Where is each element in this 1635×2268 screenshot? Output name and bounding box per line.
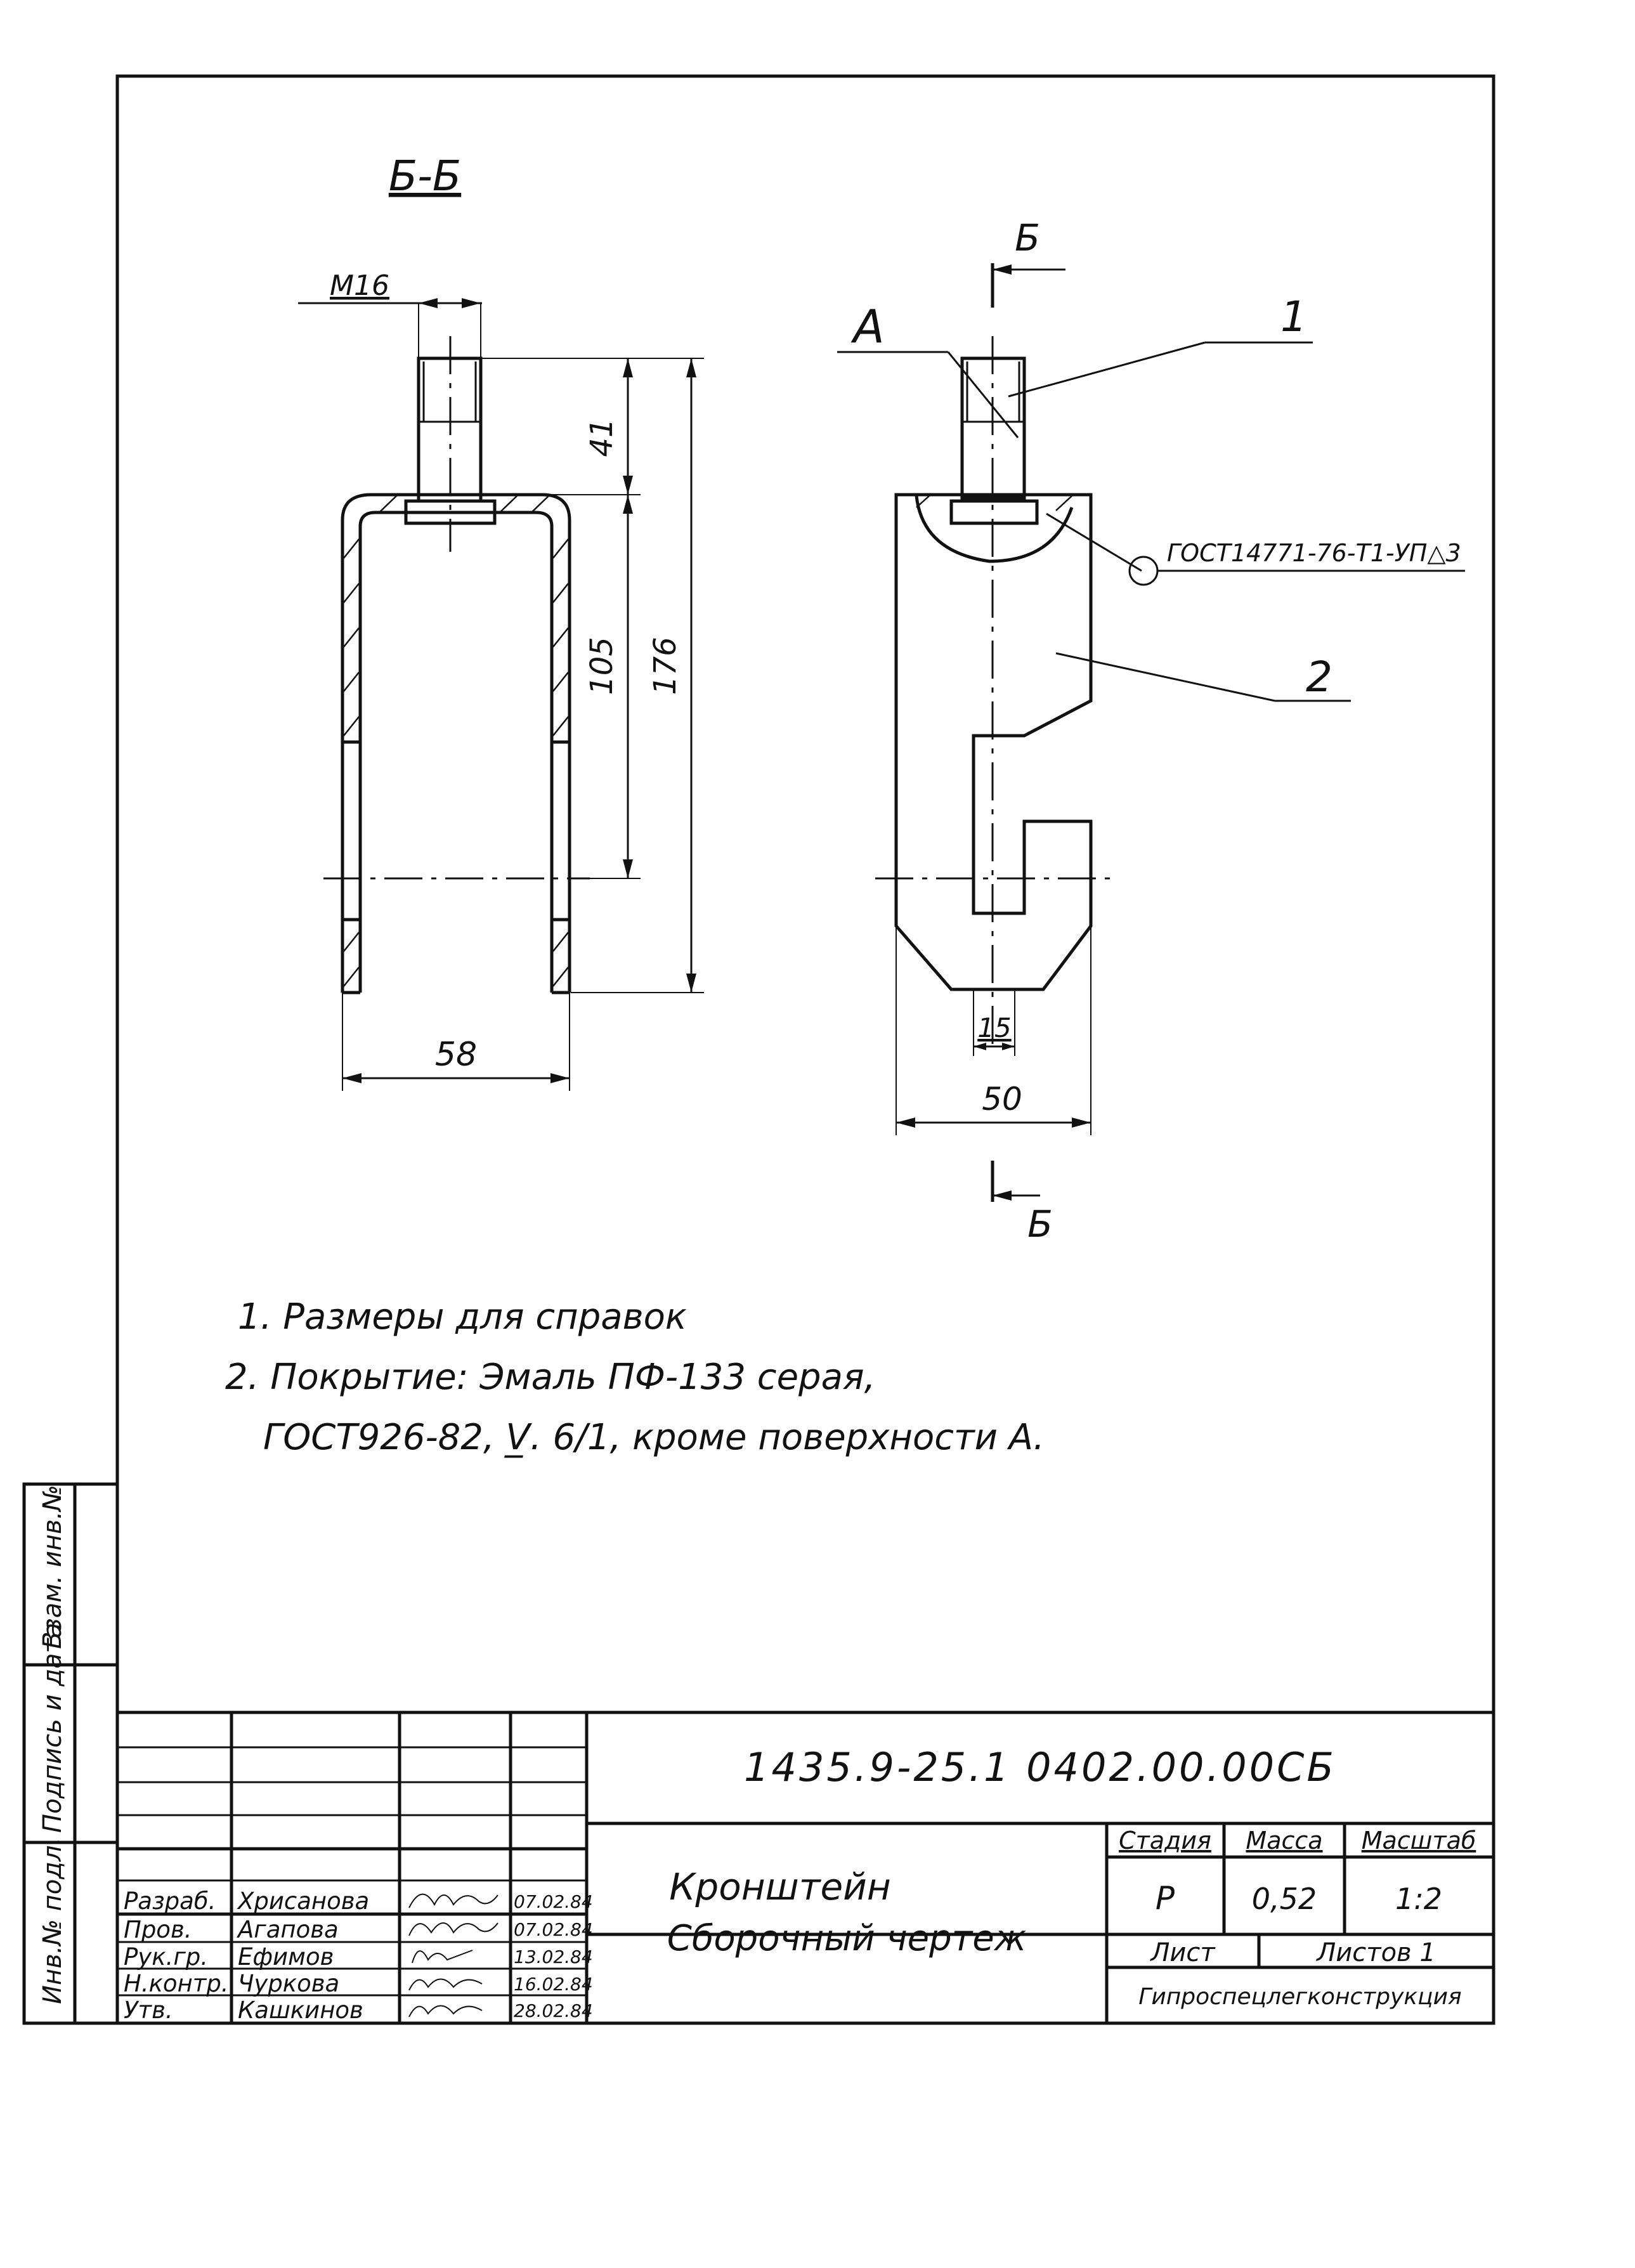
header-scale: Масштаб (1362, 1827, 1476, 1854)
sig-date: 28.02.84 (514, 2000, 593, 2021)
side-label-vzam-inv: Взам. инв.№ (38, 1485, 67, 1649)
signature-scribble (408, 2005, 483, 2017)
weld-callout: ГОСТ14771-76-Т1-УП△3 (1167, 539, 1461, 567)
signature-row: Разраб. Хрисанова 07.02.84 (124, 1887, 593, 1915)
sig-role: Н.контр. (124, 1970, 229, 1997)
side-bracket-profile (894, 493, 1093, 991)
note-1: 1. Размеры для справок (238, 1296, 687, 1338)
sheet-label: Лист (1149, 1938, 1216, 1967)
sig-date: 07.02.84 (514, 1891, 593, 1912)
dim-15: 15 (977, 1012, 1011, 1043)
weld-symbol-circle (1128, 556, 1159, 586)
technical-notes: 1. Размеры для справок 2. Покрытие: Эмал… (225, 1296, 1045, 1458)
signature-scribble (412, 1950, 473, 1964)
dim-50: 50 (982, 1081, 1022, 1118)
section-view: Б-Б (298, 152, 704, 1091)
bracket-inner (358, 511, 554, 993)
title-block-border (115, 1711, 1495, 2025)
document-code: 1435.9-25.1 0402.00.00СБ (744, 1744, 1336, 1790)
frame-border (115, 74, 1495, 2025)
header-stage: Стадия (1119, 1827, 1211, 1854)
side-plate (949, 499, 1039, 525)
thread-label: М16 (330, 270, 389, 302)
signature-row: Утв. Кашкинов 28.02.84 (124, 1997, 593, 2024)
title-line-2: Сборочный чертеж (667, 1918, 1026, 1959)
sig-role: Рук.гр. (124, 1943, 208, 1971)
title-block: Разраб. Хрисанова 07.02.84 Пров. Агапова… (115, 1711, 1495, 2025)
view-mark-bottom: Б (1027, 1202, 1053, 1246)
dim-176: 176 (648, 637, 683, 695)
cutaway-hatching (916, 495, 1072, 511)
signature-row: Рук.гр. Ефимов 13.02.84 (124, 1943, 593, 1971)
sig-name: Агапова (237, 1916, 339, 1943)
signature-row: Пров. Агапова 07.02.84 (124, 1916, 593, 1943)
note-3: ГОСТ926-82, V̲. 6/1, кроме поверхности А… (263, 1417, 1045, 1458)
sig-name: Хрисанова (237, 1887, 369, 1915)
sig-name: Чуркова (238, 1970, 339, 1997)
surface-label-a: А (850, 300, 884, 353)
drawing-frame (115, 74, 1495, 2025)
dim-58: 58 (435, 1036, 477, 1074)
sig-name: Кашкинов (238, 1997, 363, 2024)
organization-name: Гипроспецлегконструкция (1138, 1984, 1461, 2010)
note-2: 2. Покрытие: Эмаль ПФ-133 серая, (225, 1357, 875, 1398)
callout-part-2: 2 (1306, 653, 1332, 701)
side-view: Б Б 15 50 (837, 216, 1465, 1246)
signature-scribble (408, 1978, 483, 1991)
side-stamp: Инв.№ подл. Подпись и дата Взам. инв.№ (22, 1482, 119, 2025)
header-mass: Масса (1246, 1827, 1322, 1854)
value-stage: Р (1156, 1880, 1175, 1917)
sig-role: Утв. (124, 1997, 173, 2024)
dim-105: 105 (584, 637, 620, 695)
callout-part-1: 1 (1280, 292, 1307, 341)
sig-role: Разраб. (124, 1887, 216, 1915)
side-label-sign-date: Подпись и дата (38, 1623, 67, 1833)
title-line-1: Кронштейн (669, 1865, 891, 1908)
sig-date: 13.02.84 (514, 1946, 593, 1967)
value-scale: 1:2 (1395, 1882, 1442, 1916)
local-cutaway (915, 495, 1074, 563)
value-mass: 0,52 (1252, 1882, 1317, 1916)
dim-41: 41 (584, 418, 620, 457)
section-hatching (343, 495, 569, 987)
sig-date: 07.02.84 (514, 1919, 593, 1940)
signature-scribble (408, 1893, 498, 1908)
sig-date: 16.02.84 (514, 1974, 593, 1995)
signature-row: Н.контр. Чуркова 16.02.84 (124, 1970, 593, 1997)
sig-role: Пров. (124, 1916, 192, 1943)
side-label-inv-podl: Инв.№ подл. (38, 1837, 67, 2004)
sig-name: Ефимов (238, 1943, 334, 1971)
section-label: Б-Б (389, 152, 461, 200)
bracket-outer (341, 493, 571, 993)
signature-scribble (408, 1922, 498, 1936)
sheets-count: Листов 1 (1315, 1938, 1436, 1967)
view-mark-top: Б (1015, 216, 1040, 259)
